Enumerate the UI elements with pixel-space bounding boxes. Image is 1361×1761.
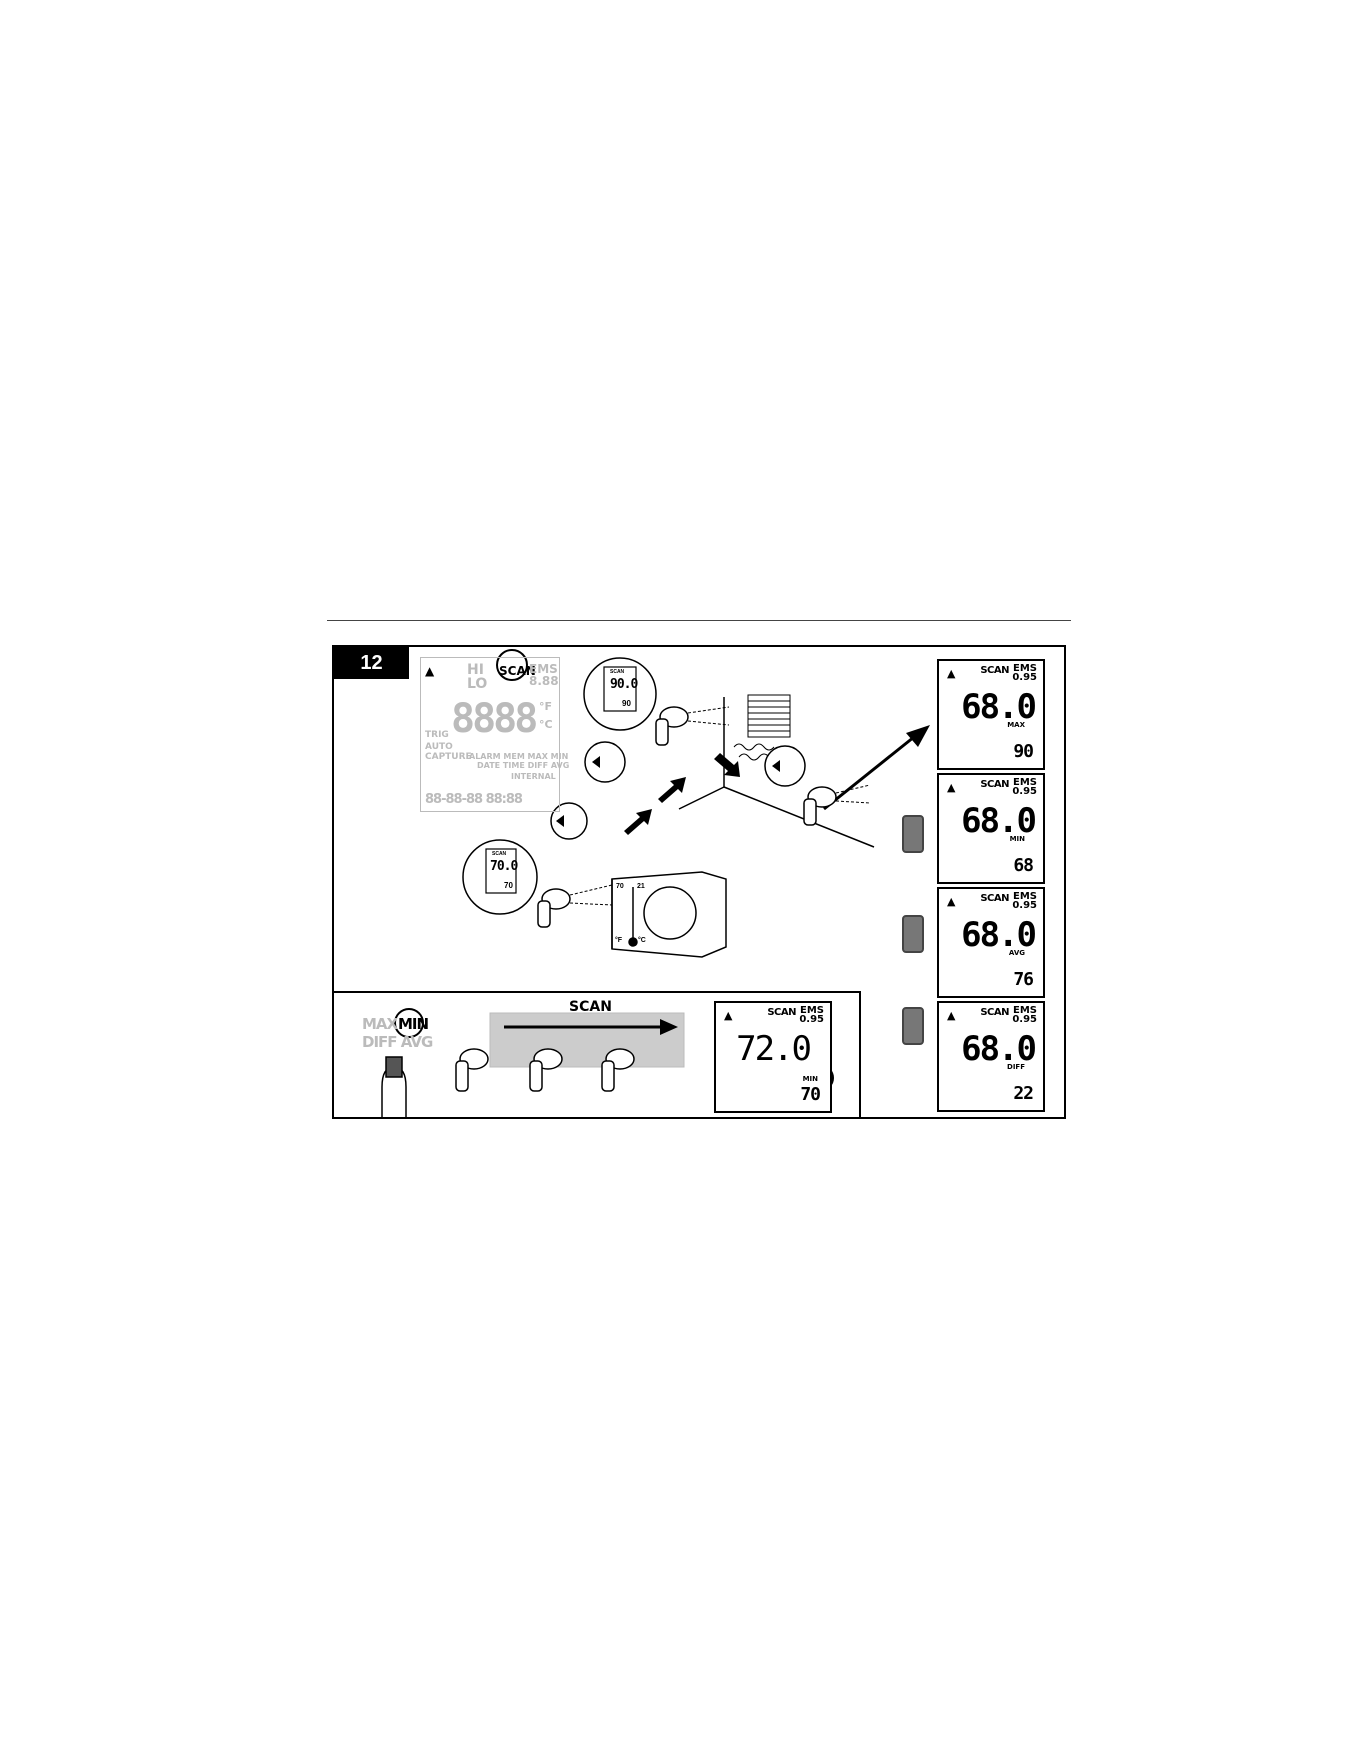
lcd-scan-label: SCAN — [980, 779, 1009, 790]
min-highlight-circle — [394, 1008, 424, 1038]
celsius-label: °C — [539, 718, 553, 731]
arrow-icon — [624, 753, 740, 835]
hi-label: HI — [467, 662, 484, 678]
scan-highlight-circle — [496, 649, 528, 681]
lcd-sub-reading: 70 — [800, 1084, 821, 1105]
lcd-mode-label: MIN — [802, 1075, 818, 1083]
mini-scan-label: SCAN — [610, 669, 625, 675]
lcd-main-reading: 68.0 — [961, 1029, 1037, 1069]
trigger-zoom-1 — [584, 741, 626, 783]
lcd-ems-value: 0.95 — [1012, 1014, 1037, 1025]
ir-thermometer-icon — [537, 706, 837, 928]
thermostat-scale-c: 21 — [637, 883, 645, 890]
lcd-sub-reading: 76 — [1013, 969, 1034, 990]
scan-label: SCAN — [499, 664, 536, 678]
mode-button-1[interactable] — [902, 815, 924, 853]
warning-icon: ▲ — [724, 1009, 733, 1022]
mode-row-2: DATE TIME DIFF AVG — [477, 761, 570, 770]
ems-value: 8.88 — [529, 674, 559, 688]
scan-mode-panel — [334, 991, 861, 1117]
warning-icon: ▲ — [947, 781, 956, 794]
lcd-scan-label: SCAN — [767, 1007, 796, 1018]
trig-label: TRIG — [425, 730, 449, 740]
lo-label: LO — [467, 676, 488, 692]
lcd-main-reading: 68.0 — [961, 801, 1037, 841]
mode-button-3[interactable] — [902, 1007, 924, 1045]
lcd-main-reading: 72.0 — [736, 1029, 812, 1069]
lcd-ems-label: EMS — [1013, 891, 1037, 902]
lcd-main-reading: 68.0 — [961, 915, 1037, 955]
lcd-ems-value: 0.95 — [1012, 786, 1037, 797]
thermostat-scale-f: 70 — [616, 883, 624, 890]
thermostat-unit-c: °C — [638, 937, 646, 944]
lcd-ems-label: EMS — [1013, 663, 1037, 674]
thermostat-icon — [611, 871, 727, 958]
lcd-scan-label: SCAN — [980, 1007, 1009, 1018]
warning-icon: ▲ — [425, 664, 435, 678]
warning-icon: ▲ — [947, 1009, 956, 1022]
mini-main-reading-2: 70.0 — [490, 859, 518, 874]
lcd-ems-label: EMS — [1013, 777, 1037, 788]
lcd-sub-reading: 90 — [1013, 741, 1034, 762]
lcd-scan-label: SCAN — [980, 665, 1009, 676]
figure-12: 12 — [332, 645, 1066, 1119]
lcd-sub-reading: 22 — [1013, 1083, 1034, 1104]
lcd-ems-label: EMS — [800, 1005, 824, 1016]
lcd-ems-value: 0.95 — [1012, 672, 1037, 683]
warning-icon: ▲ — [947, 667, 956, 680]
internal-label: INTERNAL — [511, 772, 556, 781]
ems-label: EMS — [529, 662, 558, 676]
trigger-zoom-3 — [764, 745, 806, 787]
wall-vent-icon — [733, 694, 791, 761]
lcd-ems-label: EMS — [1013, 1005, 1037, 1016]
mini-scan-label-2: SCAN — [492, 851, 507, 857]
lcd-mode-label: MIN — [1009, 835, 1025, 843]
lcd-ems-value: 0.95 — [799, 1014, 824, 1025]
scan-band — [489, 1012, 685, 1068]
lcd-sub-reading: 68 — [1013, 855, 1034, 876]
segment-digits: 8888 — [451, 696, 538, 742]
mini-sub-reading-2: 70 — [504, 881, 513, 890]
lcd-mode-label: AVG — [1008, 949, 1025, 957]
fahrenheit-label: °F — [539, 700, 553, 713]
capture-label: CAPTURE — [425, 752, 472, 762]
lcd-mode-label: MAX — [1007, 721, 1025, 729]
mode-min-label: MIN — [398, 1015, 429, 1033]
room-corner — [678, 697, 875, 848]
mode-row-1: ALARM MEM MAX MIN — [469, 752, 569, 761]
warning-icon: ▲ — [947, 895, 956, 908]
header-rule — [327, 620, 1071, 621]
lcd-mode-label: DIFF — [1007, 1063, 1025, 1071]
lcd-main-reading: 68.0 — [961, 687, 1037, 727]
figure-number: 12 — [334, 647, 409, 679]
lcd-ems-value: 0.95 — [1012, 900, 1037, 911]
lcd-scan-label: SCAN — [980, 893, 1009, 904]
mode-diff-avg-label: DIFF AVG — [362, 1033, 433, 1051]
mini-sub-reading: 90 — [622, 699, 631, 708]
mini-main-reading: 90.0 — [610, 677, 638, 692]
date-time-digits: 88-88-88 88:88 — [425, 792, 523, 807]
mode-max-label: MAX — [362, 1015, 398, 1033]
mode-selector-icon — [381, 1056, 407, 1117]
full-segment-display: ▲ HI LO SCAN EMS 8.88 8888 °F °C TRIG AU… — [420, 657, 569, 812]
scene-illustration — [381, 649, 930, 1117]
long-arrow-icon — [823, 725, 930, 811]
mode-button-2[interactable] — [902, 915, 924, 953]
trigger-zoom-2 — [550, 802, 588, 840]
thermostat-unit-f: °F — [615, 937, 623, 944]
auto-label: AUTO — [425, 742, 453, 752]
scan-direction-label: SCAN — [569, 999, 612, 1015]
